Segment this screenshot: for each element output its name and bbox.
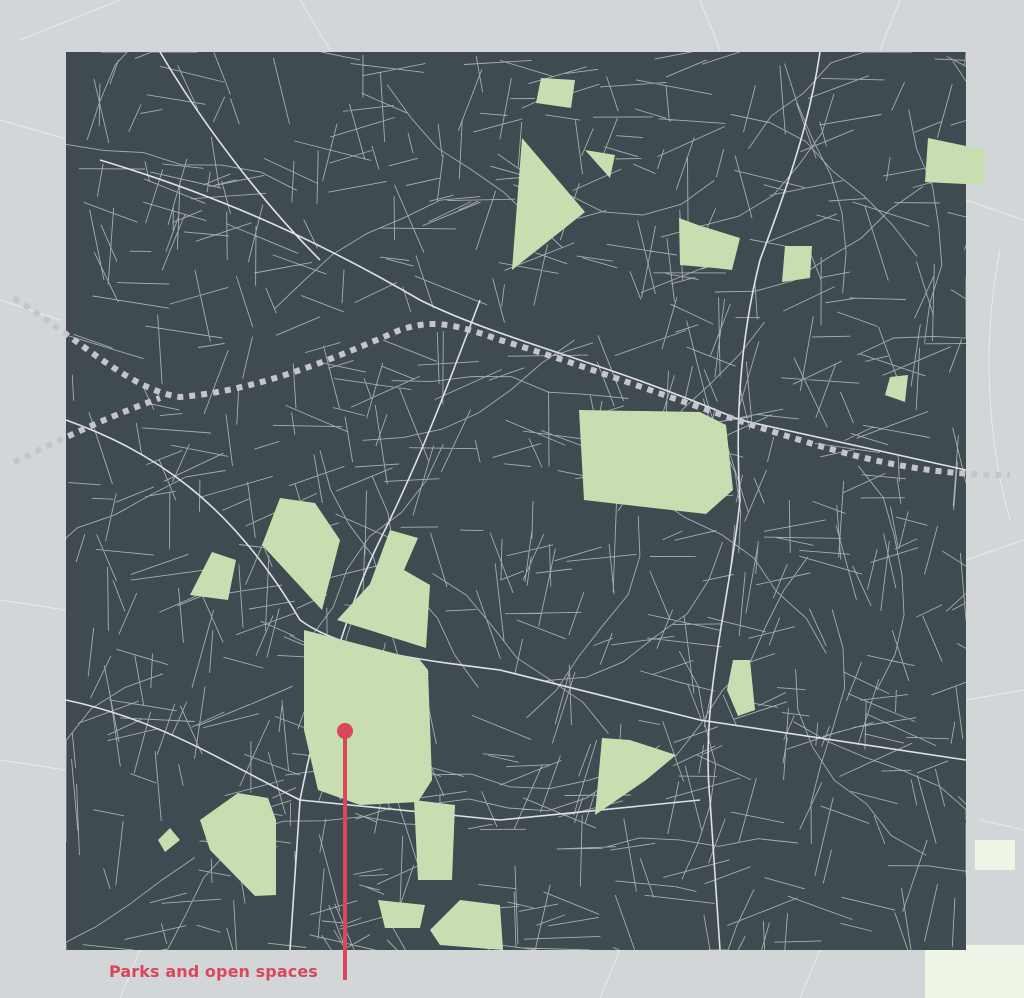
annotation-label: Parks and open spaces [109, 962, 318, 981]
park [782, 246, 812, 282]
park [158, 828, 180, 852]
park [727, 660, 755, 716]
outer-park-patch [975, 840, 1015, 870]
outer-park-patch-2 [925, 945, 1024, 998]
park [536, 78, 575, 108]
main-roads [65, 51, 967, 951]
park [679, 218, 740, 270]
map-area [66, 52, 966, 950]
park [595, 738, 676, 815]
park [925, 138, 985, 185]
railway-line [12, 295, 1011, 478]
park [585, 150, 615, 178]
park [262, 498, 340, 610]
park [579, 410, 733, 514]
park [337, 530, 430, 648]
park [378, 900, 425, 928]
park [200, 793, 276, 896]
parks-layer [158, 78, 985, 950]
annotation-marker [337, 723, 353, 980]
annotation-pin-dot [337, 723, 353, 739]
park [304, 630, 432, 805]
park [430, 900, 503, 950]
park [190, 552, 236, 600]
park [414, 800, 455, 880]
park [885, 375, 908, 402]
park [512, 138, 585, 270]
